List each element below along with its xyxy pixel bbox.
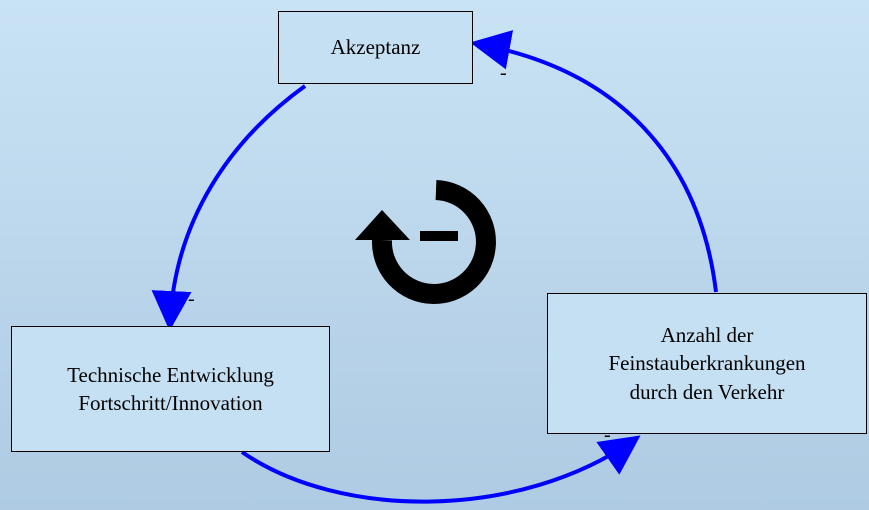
node-akzeptanz-label: Akzeptanz [330,35,421,60]
node-technik-line-2: Fortschritt/Innovation [78,391,263,415]
link-technik-to-feinstaub [240,435,641,504]
node-technik-line-1: Technische Entwicklung [67,362,274,387]
node-feinstaub-line-2: Feinstauberkrankungen [608,351,806,376]
balancing-loop-icon [355,180,496,304]
polarity-feinstaub: - [604,424,611,446]
link-akzeptanz-to-technik [151,84,307,331]
polarity-technik: - [188,288,195,310]
node-feinstaub-line-1: Anzahl der [660,322,754,347]
node-akzeptanz: Akzeptanz [278,11,473,84]
minus-icon [420,231,458,241]
polarity-akzeptanz: - [500,62,507,84]
link-feinstaub-to-akzeptanz [470,30,718,293]
node-feinstaub-line-3: durch den Verkehr [629,379,785,404]
node-technische-entwicklung: Technische Entwicklung Fortschritt/Innov… [11,326,330,452]
node-feinstauberkrankungen: Anzahl der Feinstauberkrankungen durch d… [547,293,867,434]
